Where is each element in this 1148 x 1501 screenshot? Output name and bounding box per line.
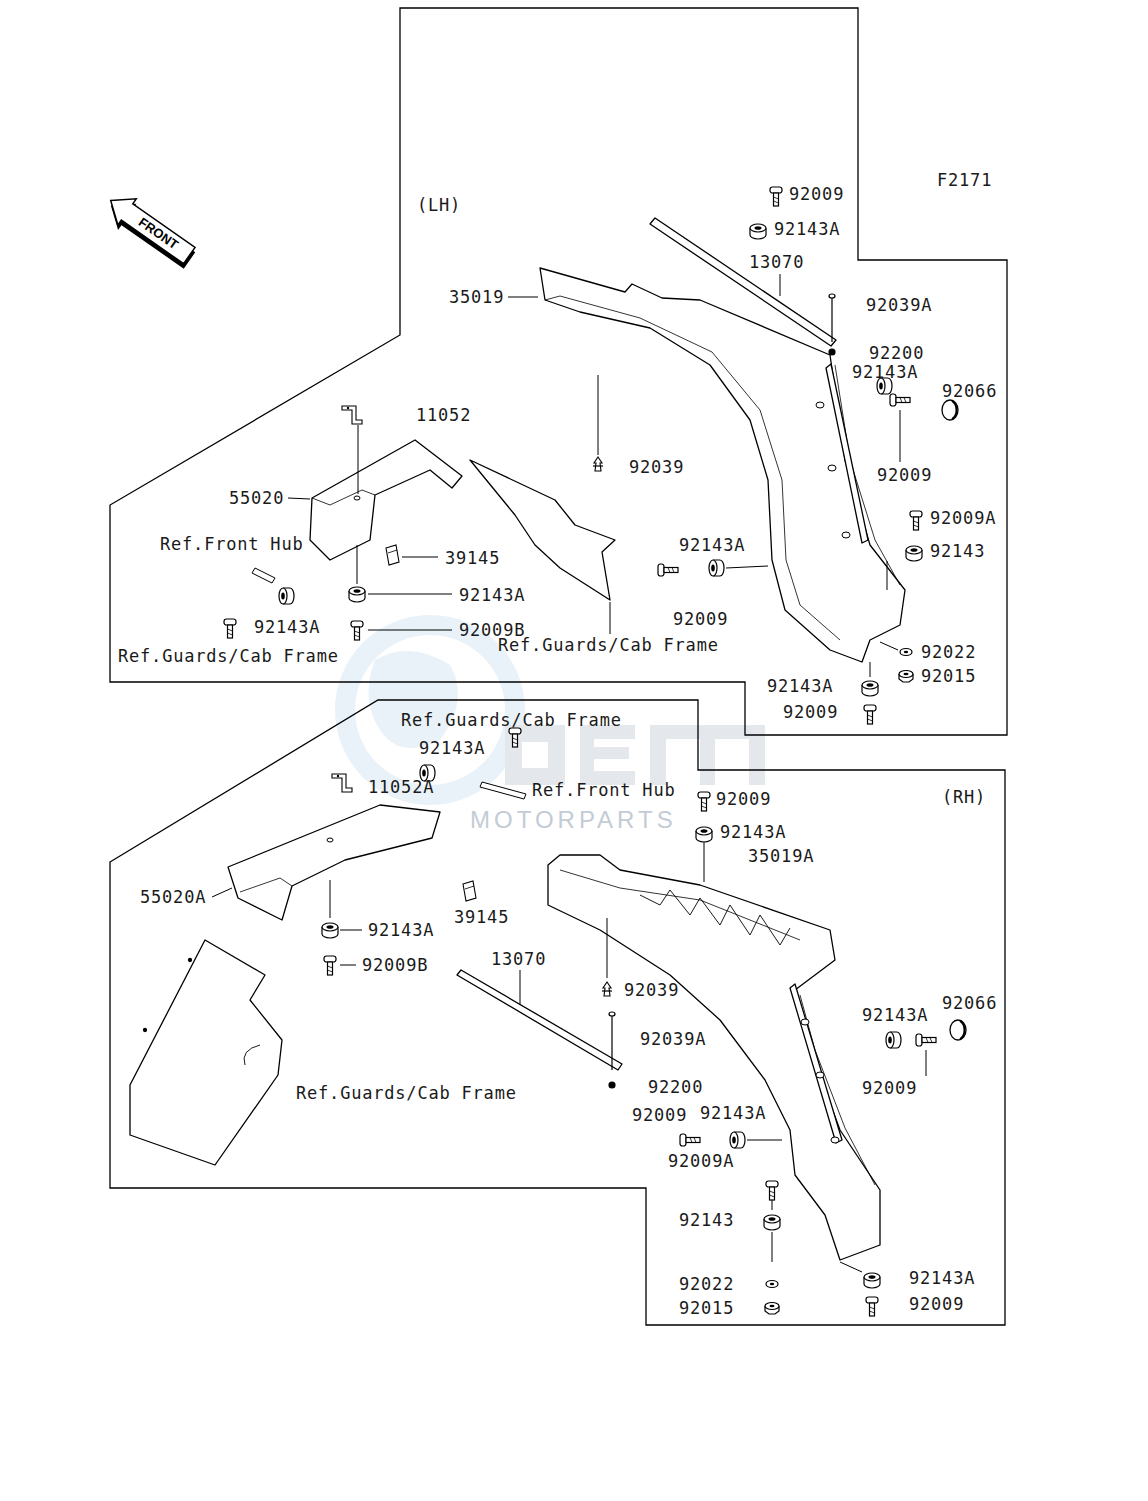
callout-number: 92143A — [774, 219, 840, 239]
callout-number: 92143A — [700, 1103, 766, 1123]
callout-number: 92039A — [866, 295, 932, 315]
callout-number: 11052 — [416, 405, 471, 425]
watermark-text: MOTORPARTS — [470, 806, 677, 834]
callout-number: 92143A — [909, 1268, 975, 1288]
drawing-number: F2171 — [937, 170, 992, 190]
callout-number: 92143A — [419, 738, 485, 758]
callout-number: 92009B — [362, 955, 428, 975]
callout-number: 92009 — [716, 789, 771, 809]
callout-number: 92066 — [942, 993, 997, 1013]
reference-note: Ref.Guards/Cab Frame — [296, 1083, 517, 1103]
arrow-body — [102, 187, 199, 268]
callout-number: 55020A — [140, 887, 206, 907]
arrow-label: FRONT — [123, 205, 193, 263]
callout-number: 92039 — [629, 457, 684, 477]
callout-number: 92143A — [254, 617, 320, 637]
callout-number: 39145 — [454, 907, 509, 927]
callout-number: 35019A — [748, 846, 814, 866]
side-label: (LH) — [417, 195, 461, 215]
callout-number: 92066 — [942, 381, 997, 401]
callout-number: 92009 — [909, 1294, 964, 1314]
callout-number: 92009 — [862, 1078, 917, 1098]
callout-number: 92015 — [921, 666, 976, 686]
callout-number: 92009A — [668, 1151, 734, 1171]
region-border — [110, 700, 1005, 1325]
callout-number: 92009 — [632, 1105, 687, 1125]
callout-number: 92200 — [869, 343, 924, 363]
callout-number: 92143A — [368, 920, 434, 940]
callout-number: 92009 — [789, 184, 844, 204]
callout-number: 92022 — [679, 1274, 734, 1294]
callout-number: 92022 — [921, 642, 976, 662]
callout-number: 92143A — [720, 822, 786, 842]
callout-number: 92143 — [679, 1210, 734, 1230]
reference-note: Ref.Guards/Cab Frame — [118, 646, 339, 666]
callout-number: 92143A — [862, 1005, 928, 1025]
region-border — [110, 8, 1007, 735]
reference-note: Ref.Guards/Cab Frame — [498, 635, 719, 655]
callout-number: 92143A — [679, 535, 745, 555]
callout-number: 92009 — [673, 609, 728, 629]
reference-note: Ref.Front Hub — [532, 780, 675, 800]
reference-note: Ref.Front Hub — [160, 534, 303, 554]
callout-number: 35019 — [449, 287, 504, 307]
front-arrow: FRONT — [102, 187, 199, 268]
callout-number: 92143A — [767, 676, 833, 696]
callout-number: 13070 — [749, 252, 804, 272]
callout-number: 92009A — [930, 508, 996, 528]
callout-number: 92015 — [679, 1298, 734, 1318]
callout-number: 92200 — [648, 1077, 703, 1097]
side-label: (RH) — [942, 787, 986, 807]
callout-number: 92143A — [459, 585, 525, 605]
callout-number: 92143A — [852, 362, 918, 382]
callout-number: 92143 — [930, 541, 985, 561]
callout-number: 92009 — [783, 702, 838, 722]
callout-number: 92039 — [624, 980, 679, 1000]
callout-number: 39145 — [445, 548, 500, 568]
callout-number: 13070 — [491, 949, 546, 969]
callout-number: 11052A — [368, 777, 434, 797]
callout-number: 92009 — [877, 465, 932, 485]
callout-number: 55020 — [229, 488, 284, 508]
reference-note: Ref.Guards/Cab Frame — [401, 710, 622, 730]
callout-number: 92039A — [640, 1029, 706, 1049]
